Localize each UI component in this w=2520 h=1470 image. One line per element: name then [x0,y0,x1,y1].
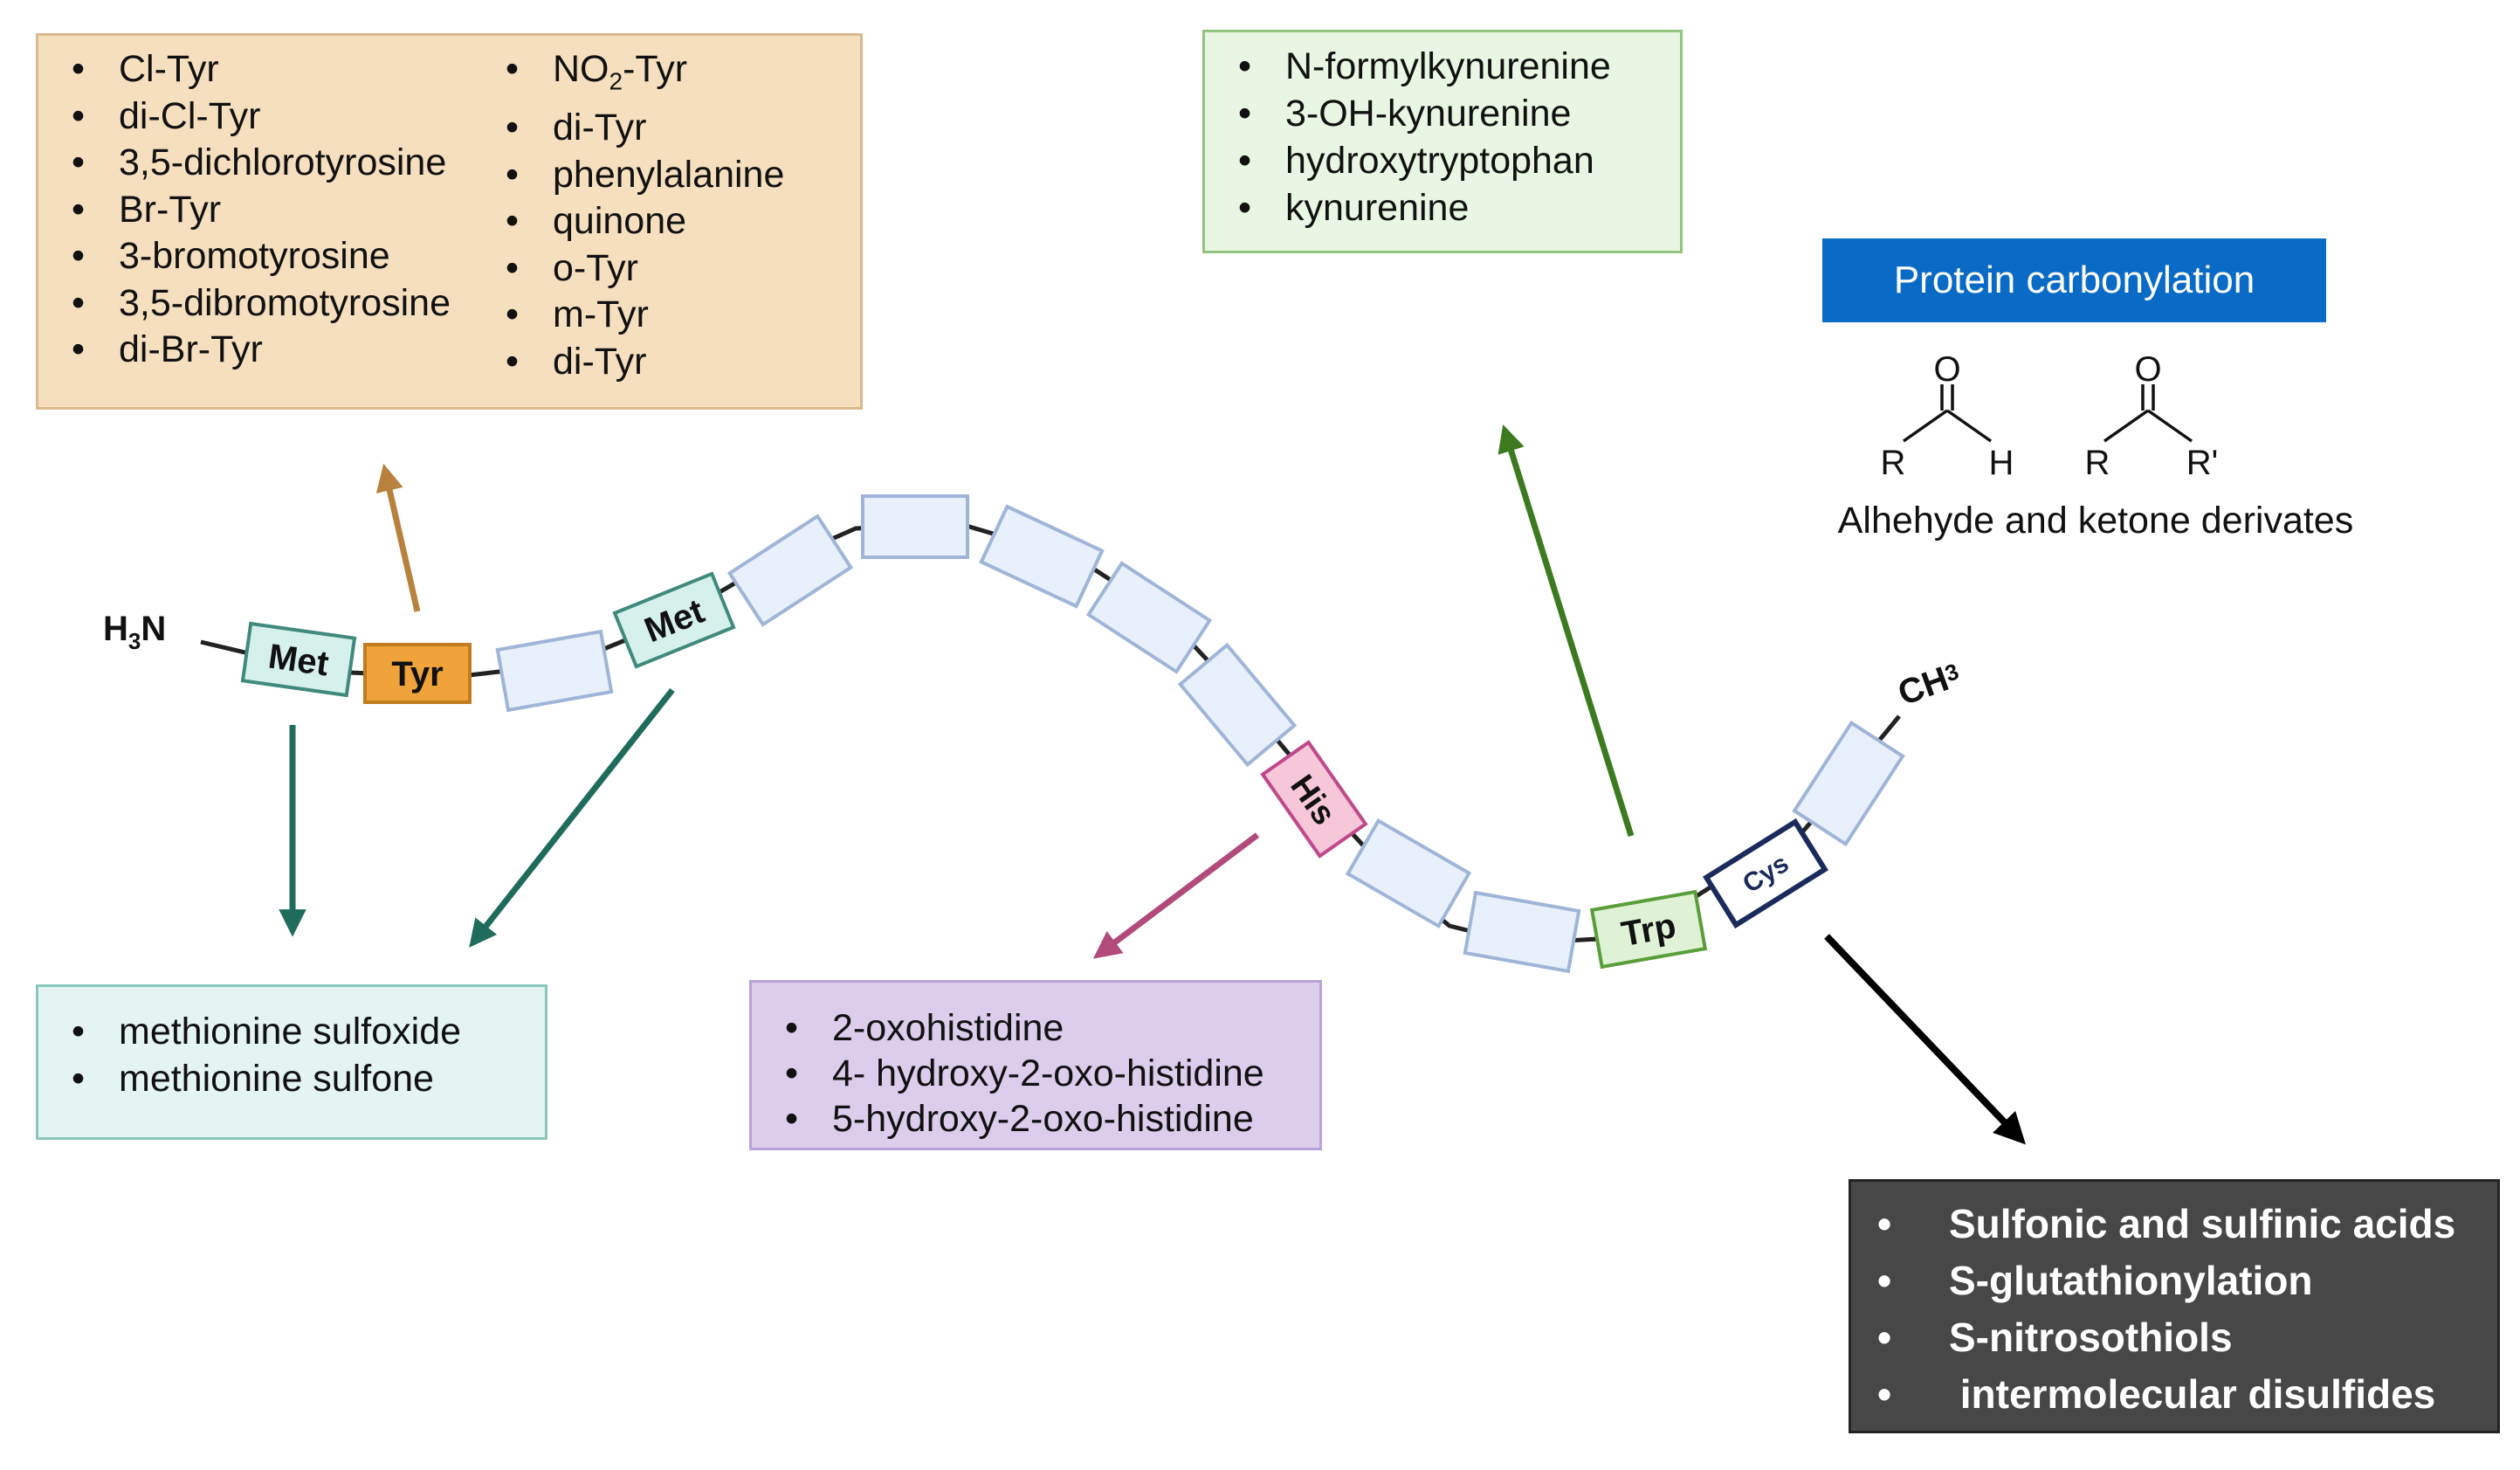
plain-residues [495,494,1905,974]
list-item: intermolecular disulfides [1851,1366,2455,1423]
list-item: di-Br-Tyr [38,327,451,374]
list-item: 5-hydroxy-2-oxo-histidine [752,1096,1264,1142]
list-item: 3,5-dichlorotyrosine [38,140,451,187]
residue-trp-label: Trp [1619,907,1679,954]
residue-block [979,504,1105,609]
residue-block [861,494,969,559]
list-item: o-Tyr [472,245,784,293]
aldehyde-structure [1902,384,1993,443]
list-item: kynurenine [1205,184,1611,231]
list-item: 4- hydroxy-2-oxo-histidine [752,1051,1264,1096]
residue-met-1: Met [240,621,357,698]
list-item: Br-Tyr [38,187,451,234]
tyrosine-products-box: Cl-Tyr di-Cl-Tyr 3,5-dichlorotyrosine Br… [36,33,863,410]
ketone-r: R [2085,444,2110,482]
ketone-structure [2103,384,2193,443]
cysteine-products-box: Sulfonic and sulfinic acids S-glutathion… [1849,1179,2500,1433]
list-item: 2-oxohistidine [752,1005,1264,1051]
residue-trp: Trp [1589,889,1708,970]
residue-met-1-label: Met [266,637,331,683]
residue-block [1345,818,1472,929]
arrow-his [1092,832,1260,959]
list-item: 3-OH-kynurenine [1205,90,1611,137]
n-terminus-sub: 3 [128,628,141,654]
aldehyde-r: R [1881,444,1906,482]
aldehyde-h: H [1989,444,2014,482]
list-item: quinone [472,198,784,245]
list-item: 3,5-dibromotyrosine [38,280,451,328]
list-item: methionine sulfone [38,1055,461,1102]
list-item: phenylalanine [472,152,784,199]
arrow-cys [1824,934,2026,1145]
list-item: di-Tyr [472,105,784,152]
arrow-met-2 [469,687,675,948]
list-item: Sulfonic and sulfinic acids [1851,1196,2455,1253]
list-item: 3-bromotyrosine [38,233,451,280]
list-item: Cl-Tyr [38,46,451,93]
list-item: NO2-Tyr [472,46,784,105]
methionine-products-box: methionine sulfoxide methionine sulfone [36,984,547,1140]
carbonyl-derivatives-caption: Alhehyde and ketone derivates [1837,500,2354,542]
tryptophan-products-box: N-formylkynurenine 3-OH-kynurenine hydro… [1202,30,1683,253]
arrow-trp [1498,424,1635,838]
histidine-products-list: 2-oxohistidine 4- hydroxy-2-oxo-histidin… [752,1005,1264,1142]
n-terminus-n: N [141,610,166,648]
residue-his: His [1260,740,1368,859]
list-item: hydroxytryptophan [1205,137,1611,184]
residue-met-2: Met [612,571,736,669]
methionine-products-list: methionine sulfoxide methionine sulfone [38,1008,461,1102]
tyrosine-products-col-1: Cl-Tyr di-Cl-Tyr 3,5-dichlorotyrosine Br… [38,46,451,374]
aldehyde-o: O [1933,350,1960,389]
residue-block [1177,642,1298,768]
residue-cys: Cys [1703,818,1828,929]
tryptophan-products-list: N-formylkynurenine 3-OH-kynurenine hydro… [1205,43,1611,231]
residue-tyr-label: Tyr [391,655,443,694]
list-item: di-Tyr [472,339,784,386]
n-terminus: H3N [103,610,166,654]
list-item: N-formylkynurenine [1205,43,1611,90]
residue-block [726,514,854,627]
ketone-r-prime: R' [2186,444,2219,482]
arrow-tyr [375,463,421,612]
ketone-o: O [2134,350,2161,389]
cysteine-products-list: Sulfonic and sulfinic acids S-glutathion… [1851,1196,2455,1423]
residue-block [1085,561,1213,674]
residue-block [1792,720,1905,847]
list-item: methionine sulfoxide [38,1008,461,1055]
tyrosine-products-col-2: NO2-Tyr di-Tyr phenylalanine quinone o-T… [472,46,784,385]
residue-block [495,629,614,713]
residue-tyr: Tyr [363,643,472,704]
nitro-prefix: NO [553,48,609,90]
list-item: S-glutathionylation [1851,1253,2455,1309]
histidine-products-box: 2-oxohistidine 4- hydroxy-2-oxo-histidin… [749,980,1322,1150]
list-item: S-nitrosothiols [1851,1309,2455,1366]
protein-carbonylation-title: Protein carbonylation [1822,238,2326,322]
c-terminus: CH3 [1893,655,1966,713]
list-item: di-Cl-Tyr [38,93,451,141]
nitro-suffix: -Tyr [623,48,688,90]
residue-block [1463,890,1581,974]
n-terminus-h: H [103,610,128,648]
list-item: m-Tyr [472,292,784,339]
nitro-subscript: 2 [609,67,623,95]
